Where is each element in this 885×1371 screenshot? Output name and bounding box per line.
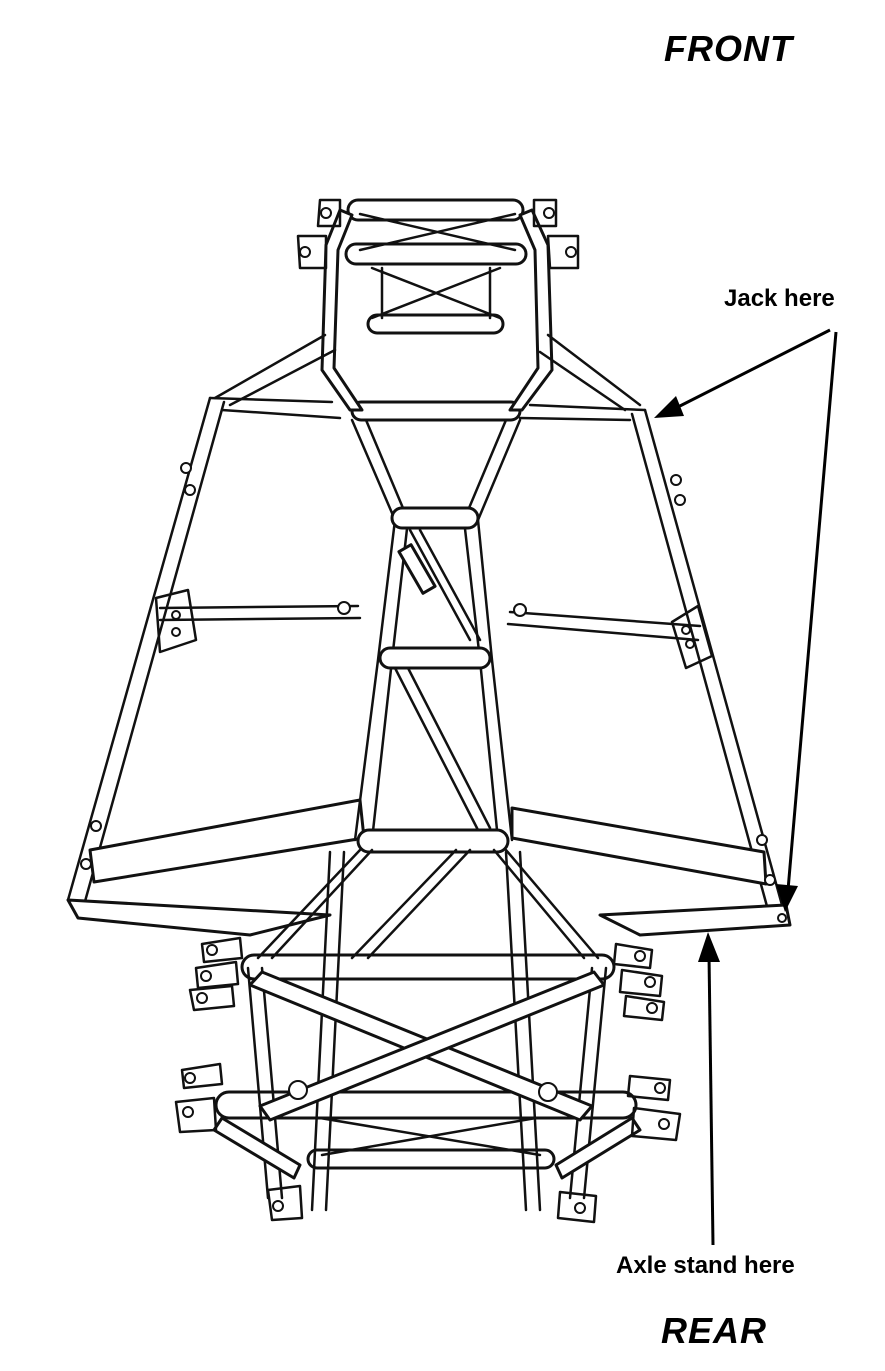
axle-stand-arrow [698,932,720,1246]
front-nose-frame [296,198,580,422]
jack-point-arrows [654,328,838,912]
rear-subframe [212,848,642,1212]
rear-label: REAR [661,1310,768,1351]
rear-mount-brackets [174,936,682,1224]
right-side-frame [506,333,792,937]
front-label: FRONT [664,28,793,69]
jack-here-label: Jack here [724,285,835,312]
left-side-frame [66,333,366,937]
axle-stand-label: Axle stand here [616,1252,795,1279]
central-spine [350,418,522,854]
